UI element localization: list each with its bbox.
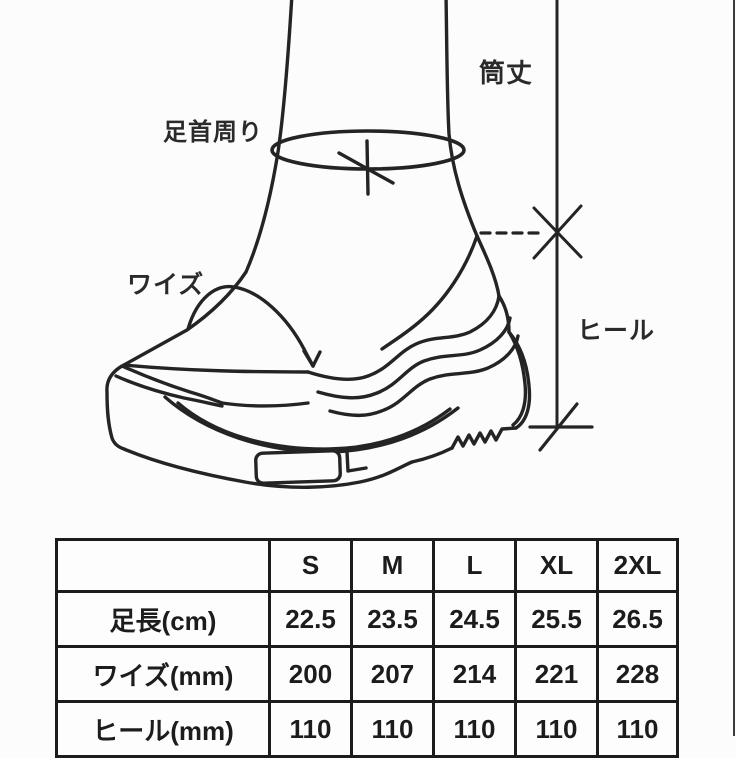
row-label-heel: ヒール(mm) [55, 700, 271, 758]
shoe-line-drawing [105, 0, 594, 489]
size-value-cell: 214 [432, 645, 517, 703]
width-arc-arrow [186, 284, 322, 368]
size-value-cell: 110 [432, 700, 517, 758]
shaft-height-label: 筒丈 [479, 58, 534, 88]
col-header-l: L [432, 538, 517, 593]
leg-outline [122, 0, 501, 367]
size-value-cell: 110 [596, 700, 679, 758]
size-value-cell: 228 [596, 645, 679, 703]
row-label-width: ワイズ(mm) [55, 645, 271, 703]
table-row-width: ワイズ(mm) 200 207 214 221 228 [55, 645, 679, 703]
image-right-border [733, 0, 735, 736]
size-value-cell: 110 [350, 700, 435, 758]
heel-dimension-line [479, 231, 594, 452]
size-value-cell: 24.5 [432, 590, 517, 648]
shaft-dimension-line [532, 0, 583, 429]
size-value-cell: 23.5 [350, 590, 435, 648]
size-value-cell: 110 [268, 700, 353, 758]
size-table: S M L XL 2XL 足長(cm) 22.5 23.5 24.5 25.5 … [55, 538, 679, 758]
toe-cap [105, 364, 126, 451]
col-header-2xl: 2XL [596, 538, 679, 593]
size-value-cell: 221 [514, 645, 599, 703]
size-value-cell: 25.5 [514, 590, 599, 648]
size-value-cell: 110 [514, 700, 599, 758]
row-label-foot-length: 足長(cm) [55, 590, 271, 648]
size-guide-image: 筒丈 足首周り ワイズ ヒール S M L XL 2XL 足長(cm) 22.5… [55, 0, 735, 758]
outsole [122, 294, 532, 489]
size-value-cell: 22.5 [268, 590, 353, 648]
size-value-cell: 200 [268, 645, 353, 703]
shoe-upper [114, 294, 520, 418]
midsole-lines [163, 395, 460, 454]
size-value-cell: 207 [350, 645, 435, 703]
col-header-xl: XL [514, 538, 599, 593]
size-table-header-row: S M L XL 2XL [55, 538, 679, 593]
ankle-girth-ellipse [270, 129, 466, 196]
heel-label: ヒール [577, 317, 656, 345]
table-row-foot-length: 足長(cm) 22.5 23.5 24.5 25.5 26.5 [55, 590, 679, 648]
col-header-s: S [268, 538, 353, 593]
size-value-cell: 26.5 [596, 590, 679, 648]
ankle-girth-label: 足首周り [163, 119, 263, 146]
table-row-heel: ヒール(mm) 110 110 110 110 110 [55, 700, 679, 758]
corner-cell [55, 538, 271, 593]
col-header-m: M [350, 538, 435, 593]
width-label: ワイズ [127, 271, 205, 299]
